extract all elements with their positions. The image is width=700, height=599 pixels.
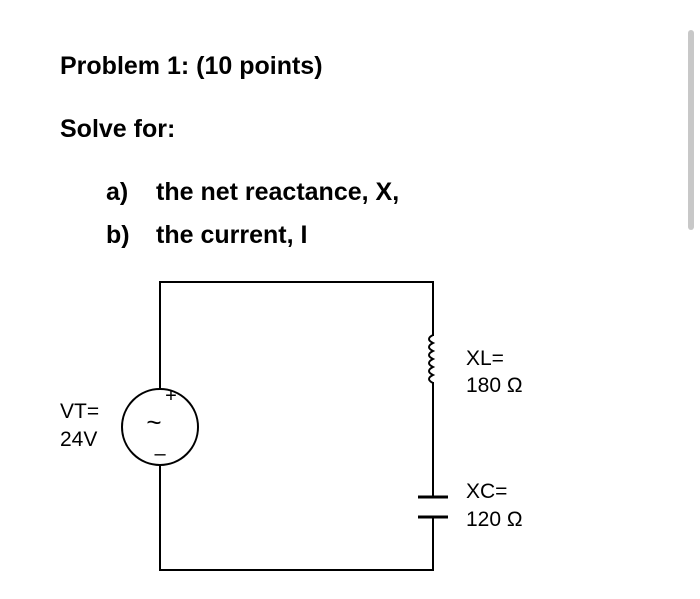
source-plus-sign: +: [165, 385, 177, 407]
capacitor-symbol: [418, 495, 448, 519]
problem-instruction: Solve for:: [60, 115, 176, 143]
capacitor-label-value: 120 Ω: [466, 508, 523, 531]
inductor-label-value: 180 Ω: [466, 374, 523, 397]
question-item-b: b) the current, I: [106, 220, 307, 250]
inductor-label-name: XL=: [466, 347, 504, 370]
problem-title: Problem 1: (10 points): [60, 52, 323, 80]
question-letter-b: b): [106, 221, 130, 249]
source-wave-icon: ~: [146, 407, 161, 437]
question-text-a: the net reactance, X,: [156, 178, 400, 206]
question-letter-a: a): [106, 178, 129, 206]
inductor-symbol: [428, 334, 436, 384]
source-label-name: VT=: [60, 400, 100, 423]
capacitor-label-name: XC=: [466, 480, 508, 503]
scrollbar[interactable]: [688, 30, 694, 230]
source-minus-sign: –: [154, 443, 166, 465]
source-label-value: 24V: [60, 428, 98, 451]
question-item-a: a) the net reactance, X,: [106, 177, 399, 207]
question-text-b: the current, I: [156, 221, 308, 249]
ac-source-symbol: [121, 388, 199, 466]
